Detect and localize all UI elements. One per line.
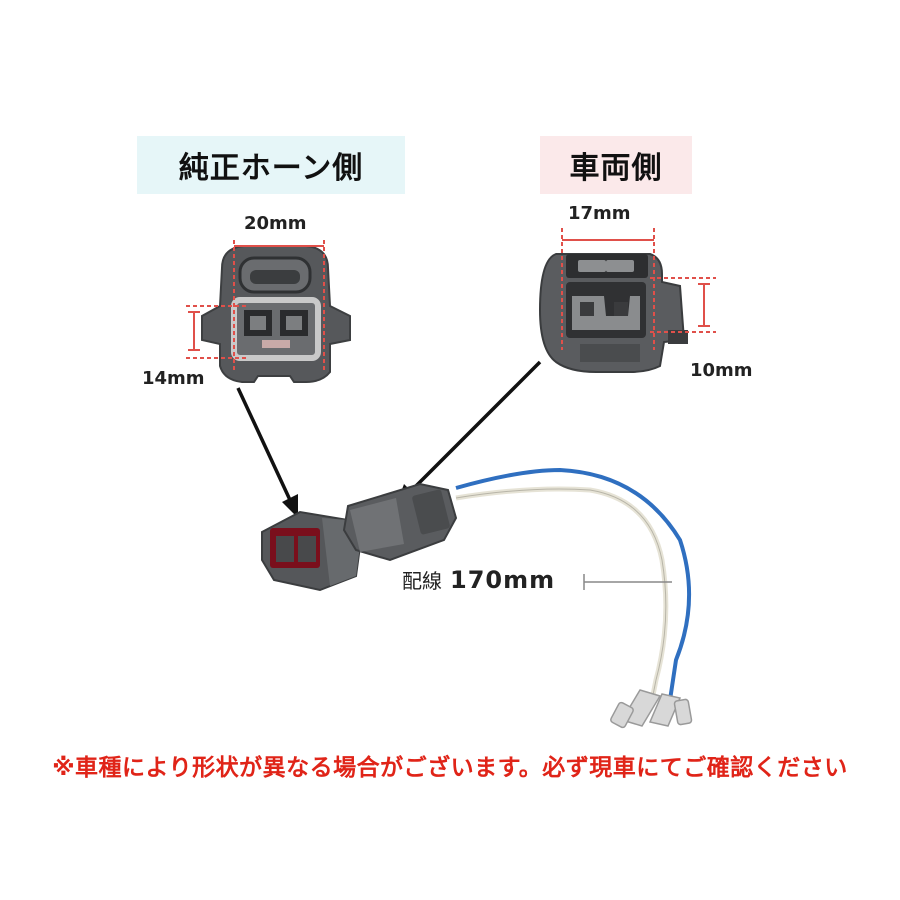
vehicle-width-label: 17mm [568, 203, 631, 224]
horn-connector-photo [201, 245, 351, 383]
vehicle-side-label-text: 車両側 [569, 151, 663, 186]
vehicle-dimension-lines [561, 228, 716, 350]
wire-length-marker [583, 574, 672, 590]
vehicle-connector-photo [538, 253, 688, 373]
harness-photo [261, 467, 693, 729]
horn-side-label: 純正ホーン側 [137, 136, 405, 194]
warning-notice: ※車種により形状が異なる場合がございます。必ず現車にてご確認ください [52, 755, 848, 781]
horn-dimension-lines [186, 240, 325, 370]
wire-prefix: 配線 [402, 569, 442, 593]
horn-height-label: 14mm [142, 368, 205, 389]
vehicle-height-label: 10mm [690, 360, 753, 381]
wire-length-label: 配線 170mm [402, 565, 555, 594]
wire-length: 170mm [450, 566, 556, 594]
horn-width-label: 20mm [244, 213, 307, 234]
vehicle-side-label: 車両側 [540, 136, 692, 194]
horn-side-label-text: 純正ホーン側 [178, 151, 364, 186]
